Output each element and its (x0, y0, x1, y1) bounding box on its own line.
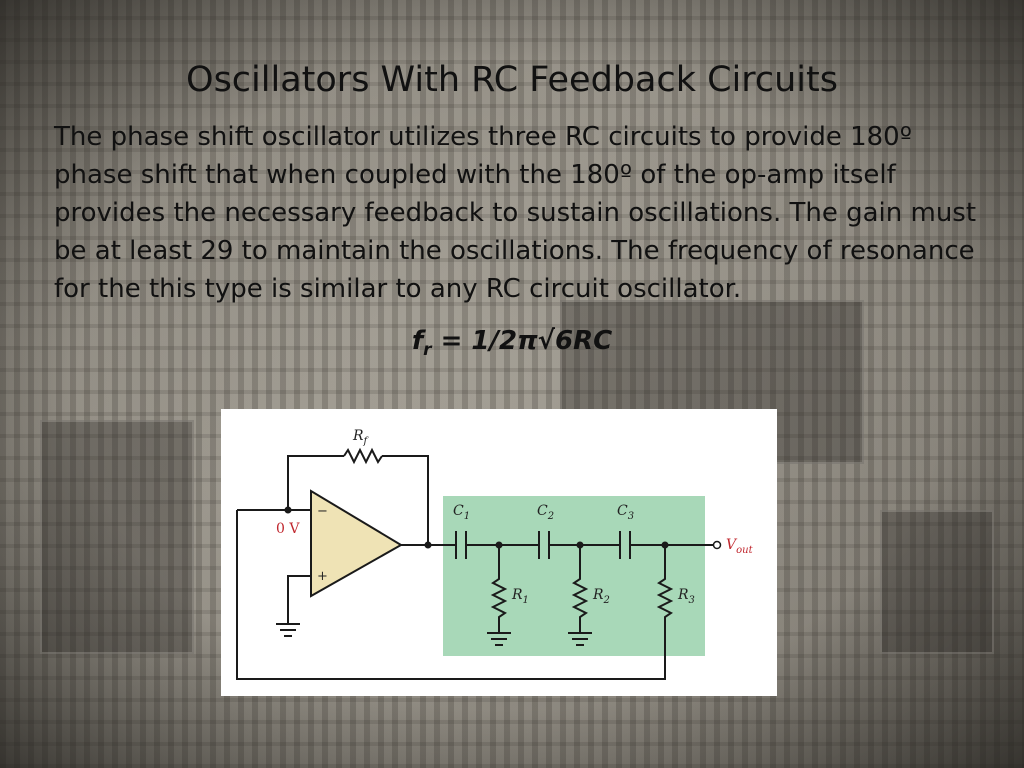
junction-dot (284, 506, 292, 514)
phase-shift-oscillator-diagram: Rf 0 V − + C1 C2 C3 R1 R2 R3 Vout (221, 409, 777, 696)
junction-dot (661, 541, 669, 549)
resonance-formula: fr = 1/2π√6RC (0, 326, 1024, 360)
resistor-r2 (571, 545, 589, 633)
noninverting-sign: + (317, 569, 328, 584)
ground-symbol (487, 632, 511, 646)
rf-label: Rf (352, 428, 370, 447)
rf-resistor (343, 447, 383, 465)
output-terminal (712, 540, 722, 550)
background-chip (880, 510, 994, 654)
circuit-svg: Rf 0 V − + C1 C2 C3 R1 R2 R3 Vout (236, 428, 754, 680)
ground-symbol (568, 632, 592, 646)
opamp-triangle (310, 489, 403, 598)
slide-body-text: The phase shift oscillator utilizes thre… (54, 122, 977, 304)
junction-dot (576, 541, 584, 549)
junction-dot (495, 541, 503, 549)
c1-label: C1 (453, 503, 470, 522)
feedback-wire (382, 455, 429, 545)
resistor-r1 (490, 545, 508, 633)
slide-title: Oscillators With RC Feedback Circuits (186, 60, 838, 100)
resistor-r3 (236, 510, 674, 680)
r3-label: R3 (677, 587, 695, 606)
c3-label: C3 (617, 503, 634, 522)
r2-label: R2 (592, 587, 610, 606)
formula-rhs: = 1/2π√6RC (431, 326, 613, 356)
r1-label: R1 (511, 587, 529, 606)
c2-label: C2 (537, 503, 554, 522)
inverting-sign: − (317, 504, 328, 519)
zero-volt-label: 0 V (276, 521, 300, 537)
rc-network-box (443, 496, 705, 656)
noninverting-input-wire (287, 575, 311, 624)
feedback-wire (287, 455, 344, 510)
junction-dot (424, 541, 432, 549)
formula-lhs: f (411, 326, 424, 356)
ground-symbol (276, 623, 300, 637)
formula-lhs-subscript: r (423, 340, 432, 361)
vout-label: Vout (726, 537, 754, 556)
background-chip (40, 420, 194, 654)
